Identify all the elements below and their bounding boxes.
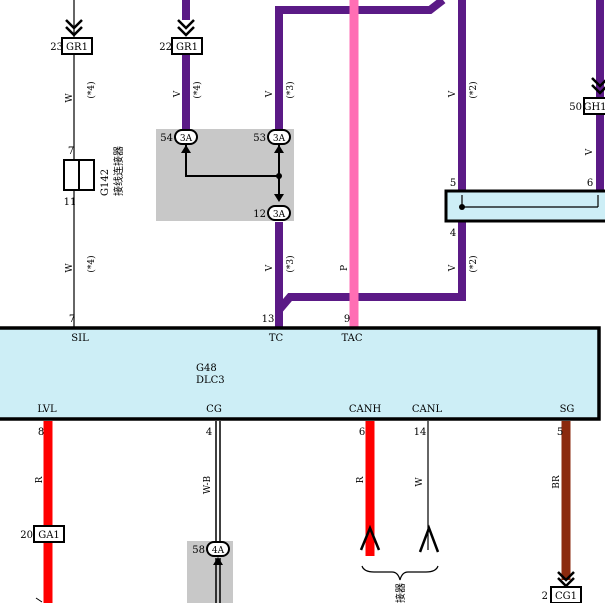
w2-note: (*4) [192,81,203,98]
block-right [444,189,605,223]
block-pin-6: 6 [587,178,593,189]
gh1-box [583,97,605,115]
w3-color: V [265,90,275,98]
pin-cg-name: CG [206,404,222,415]
canh-chevron-icon [359,524,381,551]
chevron-gr1-a-icon [65,19,83,37]
junction-3a-54-label: 3A [180,134,193,144]
ga1-box [33,525,65,543]
pin-tac-num: 9 [344,314,350,325]
cg1-box [550,586,582,603]
g142-desc: 接线连接器 [112,146,125,196]
block-right-dot [459,204,465,210]
g142-pin-top: 7 [68,146,74,157]
g142-name: G142 [100,169,111,196]
component-name: G48 [196,363,217,374]
w6-color: W [65,263,75,273]
pin-lvl-name: LVL [37,404,57,415]
w5-color: V [585,148,595,156]
arrow-up-53 [274,145,284,153]
junction-4a-pin: 58 [192,545,205,556]
stub-mark [35,597,43,603]
pin-sil-name: SIL [71,333,89,344]
gr1-a-label: GR1 [66,42,88,53]
junction-dot [276,173,282,179]
junction-3a-54-pin: 54 [160,133,173,144]
w6-note: (*4) [86,255,97,272]
b3-color: R [356,476,366,483]
w9-note: (*2) [468,255,479,272]
junction-3a-53-label: 3A [273,134,286,144]
b5-color: BR [552,475,562,489]
w4-color: V [448,90,458,98]
pin-tc-name: TC [269,333,284,344]
pin-cg-num: 4 [206,427,212,438]
w1-note: (*4) [86,81,97,98]
cg1-label: CG1 [555,591,577,602]
b2-color: W-B [203,475,213,494]
block-pin-4: 4 [450,228,456,239]
junction-3a-53-pin: 53 [253,133,266,144]
junction-3a-12-pin: 12 [253,209,266,220]
junction-4a-label: 4A [212,546,225,556]
junction-4a [206,541,230,557]
dlc3-box [0,326,601,421]
junction-3a-53 [267,129,291,145]
pin-lvl-num: 8 [38,427,44,438]
w1-color: W [65,93,75,103]
w9-color: V [448,264,458,272]
arrow-up-54 [181,145,191,153]
gr1-a-pin: 23 [50,42,63,53]
gh1-label: GH1 [583,102,605,113]
pin-sil-num: 7 [69,314,75,325]
bottom-note: 接器 [394,583,407,603]
w8-color: P [340,265,350,271]
component-label: DLC3 [196,375,225,386]
arrow-down-12 [274,194,284,202]
pin-sg-num: 5 [557,427,563,438]
pin-sg-name: SG [560,404,575,415]
pin-canh-name: CANH [349,404,382,415]
wire-violet-53 [275,0,446,132]
cg1-pin: 2 [542,591,548,602]
block-pin-5: 5 [450,178,456,189]
pin-canh-num: 6 [359,427,365,438]
pin-canl-num: 14 [414,427,427,438]
gr1-a-box [61,37,93,55]
arrow-up-4a [213,557,223,565]
chevron-gr1-b-icon [177,19,195,37]
junction-bus [185,145,279,177]
ga1-label: GA1 [38,530,60,541]
chevron-gh1-icon [591,77,605,95]
pin-canl-name: CANL [412,404,443,415]
w7-note: (*3) [285,255,296,272]
w2-color: V [173,90,183,98]
w7-color: V [265,264,275,272]
gr1-b-box [171,37,203,55]
gh1-pin: 50 [569,102,582,113]
ga1-pin: 20 [20,530,33,541]
wire-violet-return [275,222,466,313]
junction-3a-12 [267,205,291,221]
gr1-b-label: GR1 [176,42,198,53]
bottom-brace [361,565,439,581]
pin-tc-num: 13 [262,314,275,325]
w4-note: (*2) [468,81,479,98]
pin-tac-name: TAC [342,333,363,344]
b4-color: W [415,477,425,487]
g142-pin-bottom: 11 [64,197,77,208]
gr1-b-pin: 22 [159,42,172,53]
junction-3a-54 [174,129,198,145]
canl-chevron-icon [418,524,440,553]
b1-color: R [35,476,45,483]
junction-3a-12-label: 3A [273,210,286,220]
w3-note: (*3) [285,81,296,98]
